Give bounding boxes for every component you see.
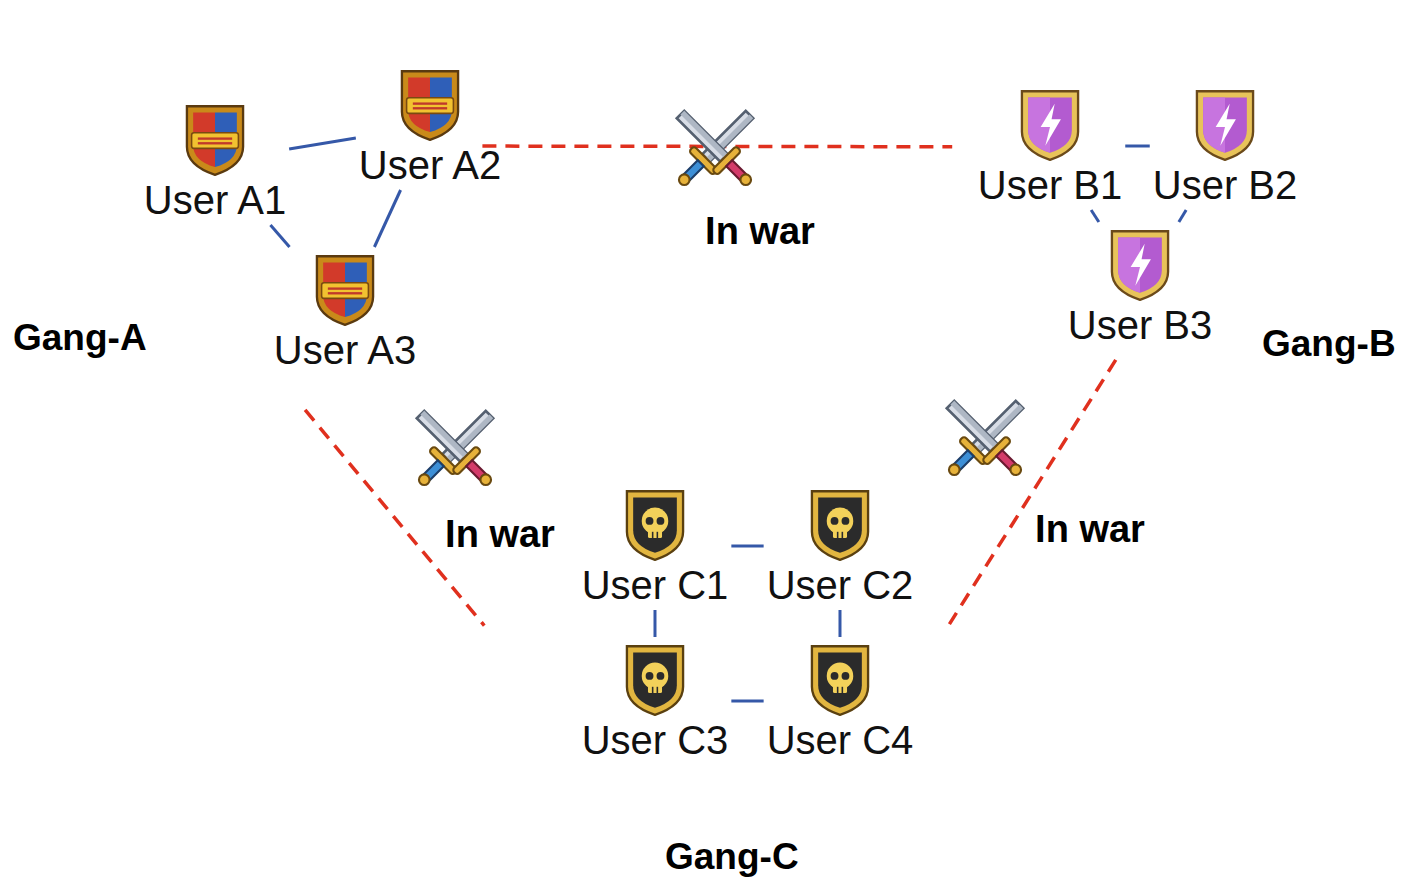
gang-name: Gang-A — [13, 318, 147, 359]
crossed-swords-icon — [669, 103, 762, 196]
gang-name: Gang-B — [1262, 324, 1396, 365]
gang-circle: Gang-AUser A1User A2User A3 — [105, 20, 495, 410]
clan-badge-icon — [391, 65, 469, 143]
member-link — [838, 610, 841, 637]
user-node: User C4 — [767, 640, 914, 762]
member-link — [653, 610, 656, 637]
user-node: User C1 — [582, 485, 729, 607]
edge-label: In war — [1031, 509, 1149, 551]
clan-badge-icon — [1101, 225, 1179, 303]
member-link — [731, 545, 763, 548]
clan-badge-icon — [1011, 85, 1089, 163]
clan-badge-icon — [801, 485, 879, 563]
clan-badge-icon — [616, 640, 694, 718]
gang-name: Gang-C — [665, 837, 799, 878]
user-node: User B1 — [978, 85, 1123, 207]
user-name: User A1 — [144, 178, 286, 222]
crossed-swords-icon — [939, 393, 1032, 486]
user-name: User A3 — [274, 328, 416, 372]
clan-badge-icon — [1186, 85, 1264, 163]
user-name: User C2 — [767, 563, 914, 607]
gang-circle: Gang-BUser B1User B2User B3 — [945, 30, 1275, 360]
user-name: User C4 — [767, 718, 914, 762]
clan-badge-icon — [306, 250, 384, 328]
user-node: User B2 — [1153, 85, 1298, 207]
member-link — [289, 138, 356, 149]
user-node: User A2 — [359, 65, 501, 187]
member-link — [374, 190, 400, 247]
clan-badge-icon — [801, 640, 879, 718]
user-name: User B1 — [978, 163, 1123, 207]
crossed-swords-icon — [409, 403, 502, 496]
user-name: User B2 — [1153, 163, 1298, 207]
member-link — [1091, 210, 1099, 222]
user-node: User A1 — [144, 100, 286, 222]
member-link — [270, 225, 289, 247]
user-node: User B3 — [1068, 225, 1213, 347]
user-name: User B3 — [1068, 303, 1213, 347]
user-name: User C1 — [582, 563, 729, 607]
user-node: User C3 — [582, 640, 729, 762]
user-node: User C2 — [767, 485, 914, 607]
edge-label: In war — [701, 211, 819, 253]
member-link — [731, 700, 763, 703]
user-node: User A3 — [274, 250, 416, 372]
clan-badge-icon — [616, 485, 694, 563]
member-link — [1125, 145, 1150, 148]
clan-badge-icon — [176, 100, 254, 178]
edge-label: In war — [441, 514, 559, 556]
member-link — [1179, 210, 1186, 222]
war-connector — [949, 360, 1115, 624]
user-name: User A2 — [359, 143, 501, 187]
user-name: User C3 — [582, 718, 729, 762]
